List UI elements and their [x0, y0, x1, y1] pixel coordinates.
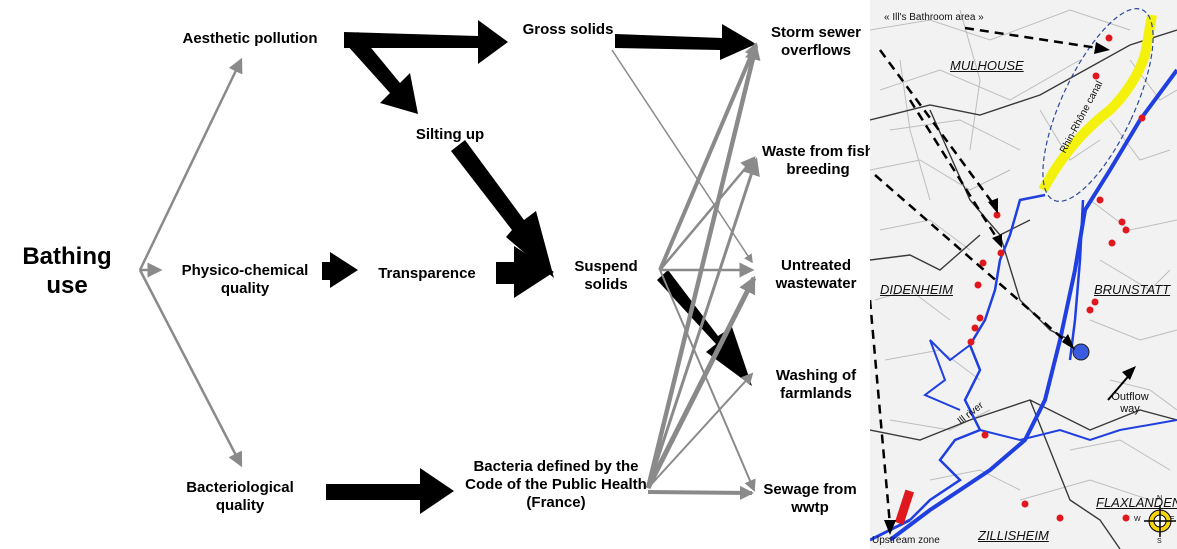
washing-farmlands-label: Washing of farmlands	[775, 367, 857, 402]
compass-s: S	[1157, 538, 1162, 545]
silting-up-label: Silting up	[415, 126, 485, 143]
outflow-way-label: Outflow way	[1111, 391, 1149, 415]
outfall-points	[967, 34, 1146, 522]
bathroom-area-highlight	[1038, 14, 1157, 193]
bathroom-area-outline	[1042, 8, 1154, 202]
untreated-wastewater-label: Untreated wastewater	[775, 257, 857, 292]
sewage-wwtp-label: Sewage from wwtp	[763, 481, 857, 516]
town-brunstatt: BRUNSTATT	[1094, 282, 1171, 297]
waterways	[870, 68, 1177, 542]
thick-arrows	[322, 20, 756, 514]
storm-sewer-overflows-label: Storm sewer overflows	[770, 24, 862, 59]
compass-w: W	[1134, 516, 1141, 523]
town-flaxlanden: FLAXLANDEN	[1096, 495, 1177, 510]
bathroom-area-label: « Ill's Bathroom area »	[884, 12, 984, 23]
aesthetic-pollution-label: Aesthetic pollution	[182, 30, 318, 47]
compass-e: E	[1170, 516, 1175, 523]
map-drawing	[870, 8, 1177, 549]
bathing-arrows	[138, 57, 243, 468]
river-map: « Ill's Bathroom area » MULHOUSE DIDENHE…	[870, 0, 1177, 549]
upstream-marker	[894, 489, 915, 525]
suspend-solids-label: Suspend solids	[574, 258, 638, 293]
town-mulhouse: MULHOUSE	[950, 58, 1024, 73]
upstream-zone-label: Upstream zone	[872, 535, 940, 546]
outflow-point	[1072, 343, 1090, 361]
compass-icon	[1144, 505, 1176, 537]
gross-solids-label: Gross solids	[522, 21, 614, 38]
source-arrows	[611, 42, 761, 500]
flow-arrows	[138, 20, 761, 514]
bathing-use-label: Bathing use	[22, 243, 112, 299]
bacteriological-quality-label: Bacteriological quality	[186, 479, 294, 514]
town-didenheim: DIDENHEIM	[880, 282, 953, 297]
town-zillisheim: ZILLISHEIM	[978, 528, 1049, 543]
bacteria-label: Bacteria defined by the Code of the Publ…	[465, 458, 647, 511]
waste-fish-breeding-label: Waste from fish breeding	[762, 143, 874, 178]
transparence-label: Transparence	[378, 265, 476, 282]
road-network	[870, 9, 1177, 501]
compass-n: N	[1157, 495, 1163, 502]
physico-chemical-quality-label: Physico-chemical quality	[181, 262, 309, 297]
map-arrowheads	[884, 42, 1110, 535]
outflow-arrow	[1107, 366, 1136, 401]
map-dashed-arrows	[870, 26, 1099, 526]
